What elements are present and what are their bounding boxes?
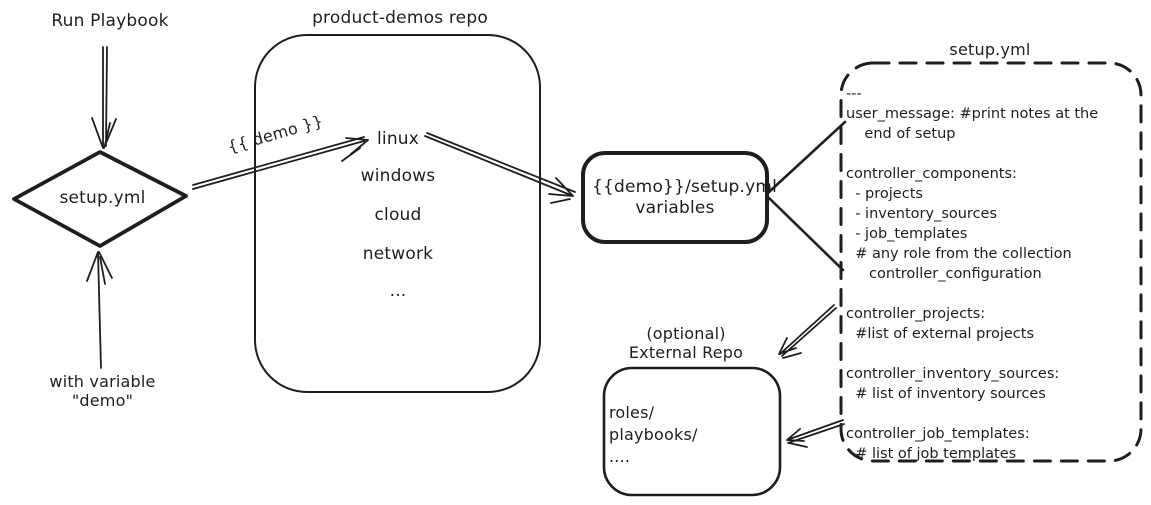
repo-box-shape (254, 34, 541, 393)
arrow-job-templates-to-external-repo (786, 419, 845, 448)
variables-box-shape (581, 151, 769, 244)
fan-lines-to-setup-yml (767, 120, 847, 272)
external-repo-title-line1: (optional) (646, 324, 726, 343)
arrow-run-playbook (91, 46, 117, 149)
with-variable-line2: "demo" (71, 391, 134, 410)
repo-item: ... (389, 281, 407, 301)
repo-item: network (362, 244, 434, 264)
arrow-linux-to-variables (424, 132, 576, 204)
external-repo-box-shape (602, 366, 782, 497)
repo-item: cloud (374, 205, 422, 225)
variables-box-label: {{demo}}/setup.yml variables (592, 177, 778, 219)
external-repo-item: playbooks/ (609, 425, 698, 444)
setup-yml-content: --- user_message: #print notes at the en… (846, 86, 1099, 462)
with-variable-line1: with variable (49, 372, 156, 391)
external-repo-items: roles/ playbooks/ .... (609, 402, 759, 468)
setup-yml-dashed-box-shape (839, 61, 1143, 463)
diamond-setup-yml-shape (12, 150, 188, 248)
repo-title: product-demos repo (312, 8, 488, 28)
arrow-with-variable (86, 251, 113, 369)
with-variable-label: with variable "demo" (40, 372, 165, 410)
run-playbook-label: Run Playbook (51, 11, 169, 31)
repo-item: linux (376, 129, 420, 149)
diamond-label: setup.yml (59, 188, 146, 208)
external-repo-title-line2: External Repo (628, 343, 744, 362)
repo-item: windows (360, 166, 436, 186)
arrow-projects-to-external-repo (778, 304, 837, 359)
variables-box-line1: {{demo}}/setup.yml (592, 177, 778, 197)
external-repo-item: .... (609, 447, 631, 466)
external-repo-item: roles/ (609, 403, 655, 422)
arrow-demo-to-linux (192, 136, 369, 190)
setup-yml-title: setup.yml (949, 40, 1031, 59)
variables-box-line2: variables (635, 198, 715, 218)
external-repo-title: (optional) External Repo (616, 324, 756, 362)
